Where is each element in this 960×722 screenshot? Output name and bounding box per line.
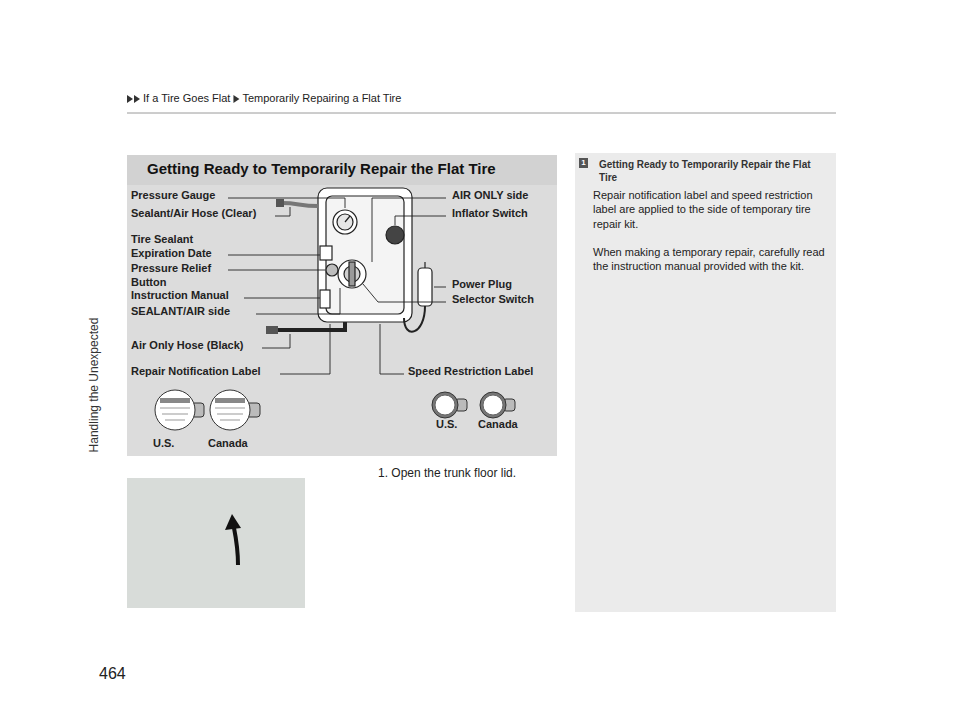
part-name: Inflator Switch [452, 207, 528, 220]
part-name: Sealant/Air Hose (Clear) [131, 207, 256, 220]
chapter-tab: Handling the Unexpected [87, 275, 103, 495]
sidebar-note: Getting Ready to Temporarily Repair the … [575, 153, 836, 612]
repair-notification-stickers [155, 390, 260, 430]
sidebar-paragraph: When making a temporary repair, carefull… [585, 245, 826, 274]
region-name: Canada [208, 437, 248, 450]
step-text: 1. Open the trunk floor lid. [378, 466, 516, 480]
black-hose [266, 322, 345, 334]
region-name: U.S. [436, 418, 457, 431]
region-name: Canada [478, 418, 518, 431]
part-name: Repair Notification Label [131, 365, 261, 378]
breadcrumb: If a Tire Goes Flat [143, 92, 230, 105]
breadcrumb: Temporarily Repairing a Flat Tire [242, 92, 401, 105]
sidebar-icon: 1 [579, 158, 588, 168]
part-name: AIR ONLY side [452, 189, 528, 202]
leader-lines [228, 198, 446, 374]
speed-restriction-stickers [432, 392, 515, 418]
illustration-panel [127, 182, 557, 456]
sidebar-paragraph: Repair notification label and speed rest… [585, 188, 826, 231]
breadcrumb-arrow [233, 95, 239, 103]
repair-kit [318, 188, 425, 332]
part-name: Power Plug [452, 278, 512, 291]
section-heading-band: Getting Ready to Temporarily Repair the … [127, 155, 557, 185]
breadcrumb-arrow [134, 95, 140, 103]
part-name: SEALANT/AIR side [131, 305, 230, 318]
part-name: Selector Switch [452, 293, 534, 306]
part-name: Speed Restriction Label [408, 365, 533, 378]
part-name: Instruction Manual [131, 289, 229, 302]
section-heading: Getting Ready to Temporarily Repair the … [147, 159, 549, 179]
part-name: Pressure Relief Button [131, 261, 223, 289]
power-plug [418, 262, 432, 306]
clear-hose [276, 199, 318, 207]
lift-arrow [225, 514, 241, 565]
breadcrumb-arrow [127, 95, 133, 103]
header-rule [127, 113, 836, 114]
sidebar-heading: Getting Ready to Temporarily Repair the … [585, 158, 826, 184]
part-name: Tire Sealant Expiration Date [131, 232, 223, 260]
part-name: Air Only Hose (Black) [131, 339, 243, 352]
region-name: U.S. [153, 437, 174, 450]
trunk-photo [127, 478, 305, 608]
page-number: 464 [99, 664, 126, 683]
part-name: Pressure Gauge [131, 189, 215, 202]
